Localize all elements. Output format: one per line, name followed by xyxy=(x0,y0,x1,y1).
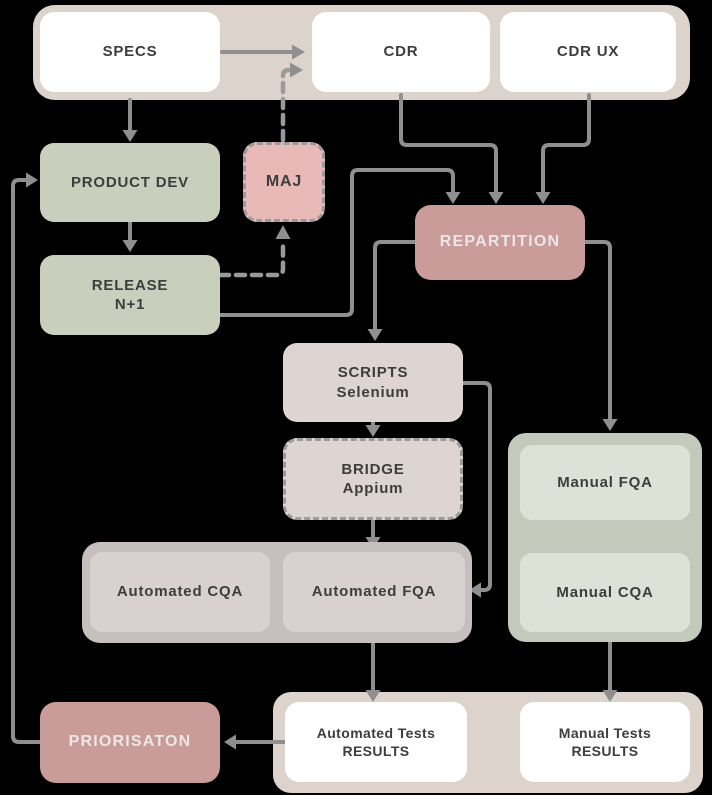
node-scripts-selenium: SCRIPTS Selenium xyxy=(283,343,463,422)
arrowhead xyxy=(367,329,383,341)
arrowhead xyxy=(224,734,236,750)
node-repartition-label: REPARTITION xyxy=(439,233,561,251)
edge-release-maj-dashed xyxy=(217,237,286,278)
arrowhead xyxy=(122,130,138,142)
node-manual-cqa: Manual CQA xyxy=(520,553,690,632)
node-manual-results-line1: Manual Tests xyxy=(558,724,652,741)
edge-repartition-manualfqa xyxy=(583,240,612,422)
node-release-n1: RELEASE N+1 xyxy=(40,255,220,335)
node-manual-fqa-label: Manual FQA xyxy=(557,473,653,491)
arrowhead xyxy=(290,62,303,78)
node-maj-label: MAJ xyxy=(265,172,303,190)
arrowhead xyxy=(365,690,381,702)
node-specs: SPECS xyxy=(40,12,220,92)
node-manual-fqa: Manual FQA xyxy=(520,445,690,520)
edge-cdr-repartition xyxy=(399,93,498,195)
arrowhead xyxy=(602,419,618,431)
arrowhead xyxy=(365,425,381,437)
node-bridge-appium: BRIDGE Appium xyxy=(283,438,463,520)
node-automated-results: Automated Tests RESULTS xyxy=(285,702,467,782)
node-automated-results-line1: Automated Tests xyxy=(316,724,436,741)
arrowhead xyxy=(469,582,481,598)
node-manual-results-line2: RESULTS xyxy=(571,743,639,759)
arrowhead xyxy=(26,172,38,188)
node-scripts-line2: Selenium xyxy=(336,383,410,401)
arrowhead xyxy=(275,225,291,239)
node-cdr-label: CDR xyxy=(383,43,419,61)
node-automated-cqa-label: Automated CQA xyxy=(116,583,244,601)
arrowhead xyxy=(488,192,504,204)
node-specs-label: SPECS xyxy=(102,43,158,61)
node-cdr: CDR xyxy=(312,12,490,92)
node-priorisaton-label: PRIORISATON xyxy=(68,733,192,751)
node-maj: MAJ xyxy=(243,142,325,222)
node-cdr-ux: CDR UX xyxy=(500,12,676,92)
node-release-line1: RELEASE xyxy=(91,276,169,294)
arrowhead xyxy=(122,240,138,252)
node-repartition: REPARTITION xyxy=(415,205,585,280)
node-bridge-line2: Appium xyxy=(342,480,404,497)
edge-priorisaton-productdev xyxy=(11,178,42,744)
node-cdr-ux-label: CDR UX xyxy=(556,43,620,61)
arrowhead xyxy=(292,44,305,60)
node-automated-fqa-label: Automated FQA xyxy=(311,583,437,601)
node-automated-fqa: Automated FQA xyxy=(283,552,465,632)
arrowhead xyxy=(445,192,461,204)
edge-maj-cdr-dashed xyxy=(280,67,294,143)
node-manual-results: Manual Tests RESULTS xyxy=(520,702,690,782)
node-automated-results-line2: RESULTS xyxy=(342,743,410,759)
node-bridge-line1: BRIDGE xyxy=(341,460,405,478)
node-product-dev-label: PRODUCT DEV xyxy=(71,173,189,191)
node-product-dev: PRODUCT DEV xyxy=(40,143,220,222)
arrowhead xyxy=(602,690,618,702)
node-priorisaton: PRIORISATON xyxy=(40,702,220,783)
node-manual-cqa-label: Manual CQA xyxy=(556,583,654,601)
node-automated-cqa: Automated CQA xyxy=(90,552,270,632)
edge-repartition-scripts xyxy=(373,240,417,332)
edge-release-repartition xyxy=(218,168,455,317)
node-scripts-line1: SCRIPTS xyxy=(337,364,409,381)
arrowhead xyxy=(535,192,551,204)
node-release-line2: N+1 xyxy=(114,296,146,313)
edge-cdrux-repartition xyxy=(541,93,591,195)
edge-scripts-automatedfqa xyxy=(461,381,492,592)
